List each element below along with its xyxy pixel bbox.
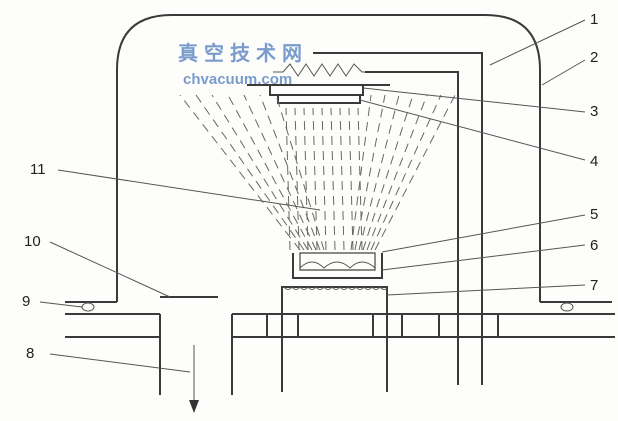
substrate-holder <box>247 84 390 104</box>
vapor-line <box>195 94 305 251</box>
vapor-line <box>350 94 372 251</box>
label-9: 9 <box>22 293 30 310</box>
insulator <box>438 313 499 338</box>
label-7: 7 <box>590 277 598 294</box>
vapor-line <box>330 107 336 251</box>
watermark-title: 真空技术网 <box>178 41 308 65</box>
vapor-line <box>348 107 354 251</box>
seal-ring-right <box>560 302 574 312</box>
label-4: 4 <box>590 153 598 170</box>
vapor-line <box>362 94 414 251</box>
label-11: 11 <box>30 161 46 178</box>
leader-lines <box>39 19 586 373</box>
heater <box>281 286 389 392</box>
label-10: 10 <box>24 233 41 250</box>
vapor-line <box>211 94 309 251</box>
vapor-line <box>259 94 321 251</box>
watermark-url: chvacuum.com <box>183 71 292 88</box>
pump-outlet-arrow <box>189 345 199 413</box>
vapor-line <box>312 107 318 251</box>
vapor-line <box>294 107 300 251</box>
vapor-line <box>339 107 345 251</box>
label-3: 3 <box>590 103 598 120</box>
vapor-line <box>354 94 386 251</box>
vapor-line <box>285 107 291 251</box>
vacuum-chamber-bell-jar <box>65 14 612 312</box>
vapor-line <box>179 94 301 251</box>
vapor-line <box>358 94 400 251</box>
vapor-stream <box>179 94 456 251</box>
vapor-line <box>243 94 317 251</box>
vapor-line <box>374 94 456 251</box>
label-8: 8 <box>26 345 34 362</box>
vapor-line <box>321 107 327 251</box>
vapor-line <box>370 94 442 251</box>
substrate <box>277 94 361 104</box>
watermark: 真空技术网 chvacuum.com <box>178 41 308 88</box>
base-plate <box>65 313 615 395</box>
electrodes <box>273 52 483 385</box>
substrate-heater <box>273 63 365 77</box>
vapor-line <box>275 94 325 251</box>
label-6: 6 <box>590 237 598 254</box>
vapor-line <box>303 107 309 251</box>
evaporation-source <box>292 252 383 279</box>
vapor-line <box>357 107 363 251</box>
label-2: 2 <box>590 49 598 66</box>
seal-ring-left <box>81 302 95 312</box>
label-1: 1 <box>590 11 598 28</box>
part-labels: 1 2 3 4 5 6 7 8 9 10 11 <box>22 11 598 362</box>
vapor-line <box>366 94 428 251</box>
label-5: 5 <box>590 206 598 223</box>
